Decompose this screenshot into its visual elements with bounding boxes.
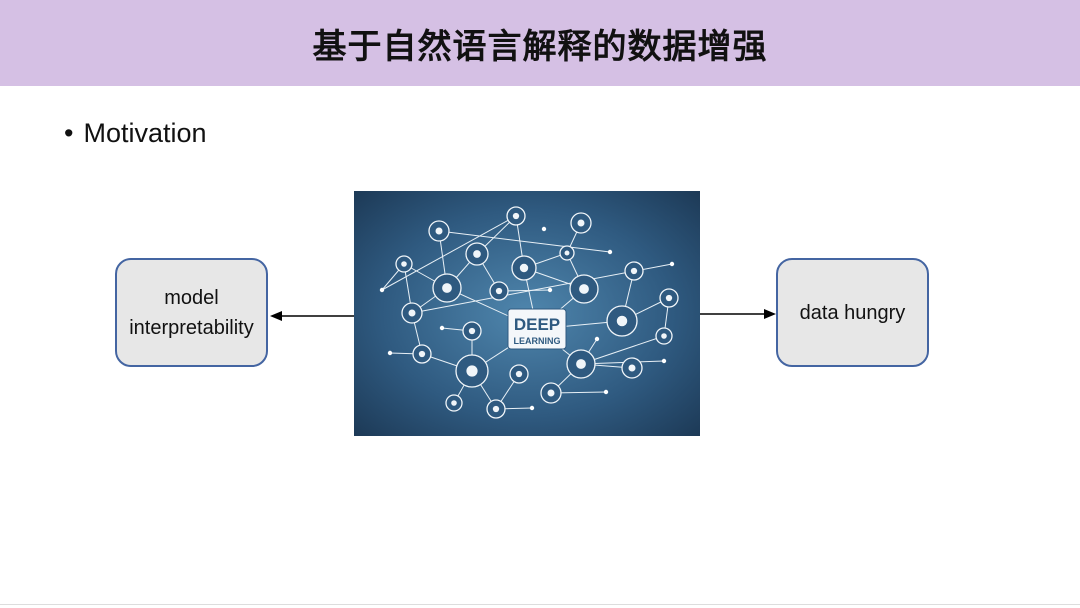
node-glyph (661, 333, 667, 339)
node-glyph (466, 365, 478, 377)
box-label-line2: interpretability (129, 316, 254, 339)
node-glyph (577, 219, 585, 227)
node-glyph (401, 261, 407, 267)
node-glyph (442, 283, 452, 293)
network-dot (541, 226, 547, 232)
network-dot (379, 287, 385, 293)
node-glyph (547, 389, 555, 397)
node-glyph (408, 309, 416, 317)
network-dot (529, 405, 535, 411)
node-glyph (515, 370, 523, 378)
node-glyph (628, 364, 636, 372)
node-glyph (473, 250, 481, 258)
bullet-text: Motivation (83, 118, 207, 148)
network-dot (603, 389, 609, 395)
node-glyph (451, 400, 457, 406)
node-glyph (512, 212, 520, 220)
network-dot (661, 358, 667, 364)
learning-text: LEARNING (514, 336, 561, 346)
node-glyph (630, 267, 638, 275)
network-dot (439, 325, 445, 331)
node-glyph (495, 287, 503, 295)
network-dot (669, 261, 675, 267)
node-glyph (492, 405, 500, 413)
node-glyph (468, 327, 476, 335)
node-glyph (579, 284, 589, 294)
network-dot (594, 336, 600, 342)
box-label-line1: model (164, 286, 219, 309)
node-glyph (616, 315, 628, 327)
node-glyph (418, 350, 426, 358)
network-dot (547, 287, 553, 293)
deep-learning-label-box (507, 308, 567, 350)
deep-learning-image: DEEP LEARNING (354, 191, 700, 436)
network-edge (381, 215, 517, 291)
deep-text: DEEP (514, 315, 560, 334)
node-glyph (576, 359, 586, 369)
bullet-item: • Motivation (64, 118, 207, 149)
title-bar: 基于自然语言解释的数据增强 (0, 0, 1080, 86)
node-glyph (665, 294, 673, 302)
network-dot (387, 350, 393, 356)
model-interpretability-box: model interpretability (115, 258, 268, 367)
data-hungry-box: data hungry (776, 258, 929, 367)
node-glyph (435, 227, 443, 235)
network-dot (607, 249, 613, 255)
box-label: data hungry (799, 301, 906, 324)
bottom-divider (0, 604, 1080, 605)
arrow-right (698, 309, 776, 319)
network-edge (438, 230, 611, 253)
bullet-dot: • (64, 118, 74, 148)
arrow-left (270, 311, 356, 321)
node-glyph (519, 263, 529, 273)
node-glyph (564, 250, 570, 256)
slide-title: 基于自然语言解释的数据增强 (312, 26, 768, 67)
